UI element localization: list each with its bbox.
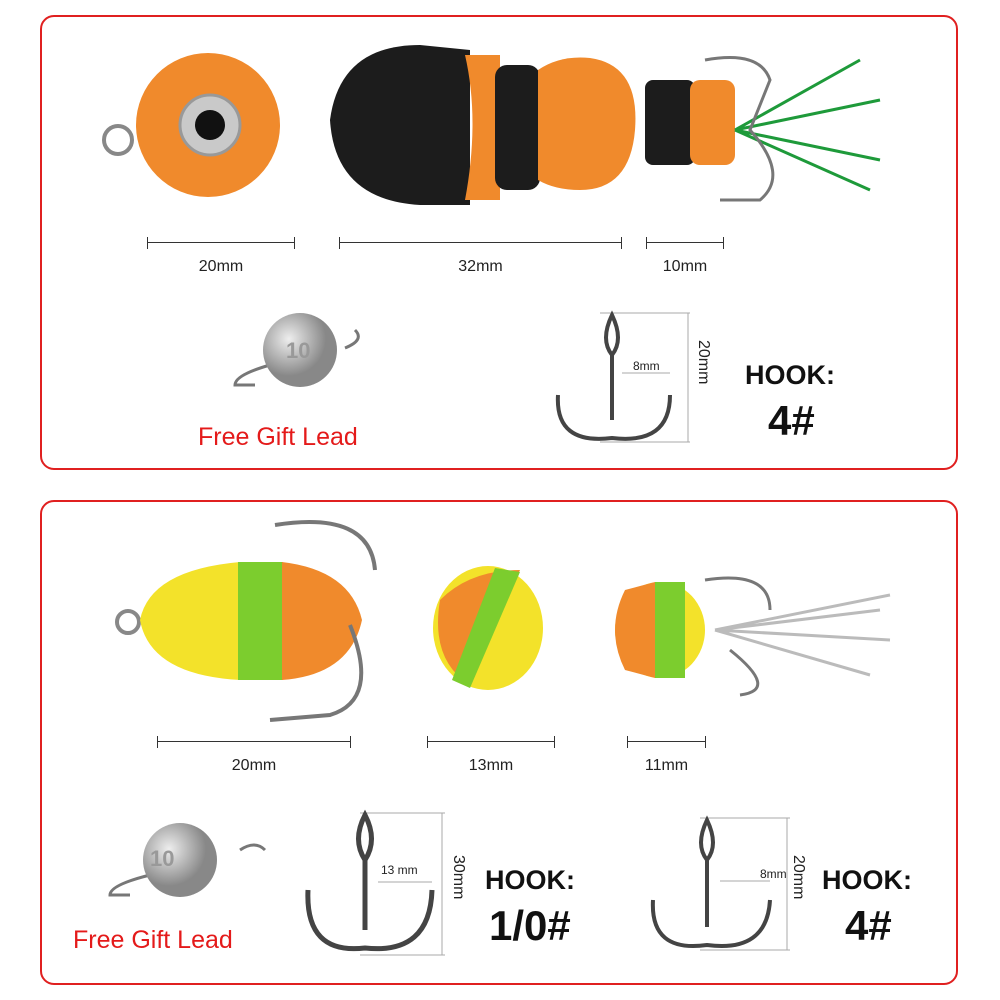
yellow-green-orange-lure-image [115,520,891,722]
lead-weight-image [108,823,267,897]
hook-height-label: 20mm [695,340,712,385]
treble-hook-large-image [305,809,445,956]
dimension-line [157,736,351,748]
dimension-line [147,237,295,249]
lead-weight-image [233,313,360,387]
dimension-line [646,237,724,249]
hook-width-label: 8mm [633,359,660,373]
free-gift-label: Free Gift Lead [198,423,358,451]
hook-width-label: 8mm [760,867,787,881]
hook-label: HOOK: [745,360,835,390]
lead-number: 10 [286,338,311,363]
hook-size: 1/0# [489,902,571,949]
dimension-label: 13mm [468,757,514,774]
hook-label: HOOK: [485,865,575,895]
hook-label: HOOK: [822,865,912,895]
treble-hook-image [555,310,690,443]
hook-width-label: 13 mm [381,863,418,877]
black-orange-lure-image [102,45,881,205]
dimension-label: 10mm [662,258,708,275]
dimension-line [427,736,555,748]
treble-hook-small-image [650,815,790,951]
bottom-product-panel [40,500,958,985]
dimension-label: 32mm [458,258,503,275]
dimension-label: 20mm [231,757,277,774]
dimension-line [339,237,622,249]
hook-size: 4# [768,397,815,444]
free-gift-label: Free Gift Lead [73,926,233,954]
dimension-line [627,736,706,748]
top-product-panel [40,15,958,470]
dimension-label: 11mm [644,757,689,774]
dimension-label: 20mm [198,258,244,275]
lead-number: 10 [150,846,175,871]
hook-size: 4# [845,902,892,949]
hook-height-label: 30mm [450,855,467,900]
hook-height-label: 20mm [790,855,807,900]
